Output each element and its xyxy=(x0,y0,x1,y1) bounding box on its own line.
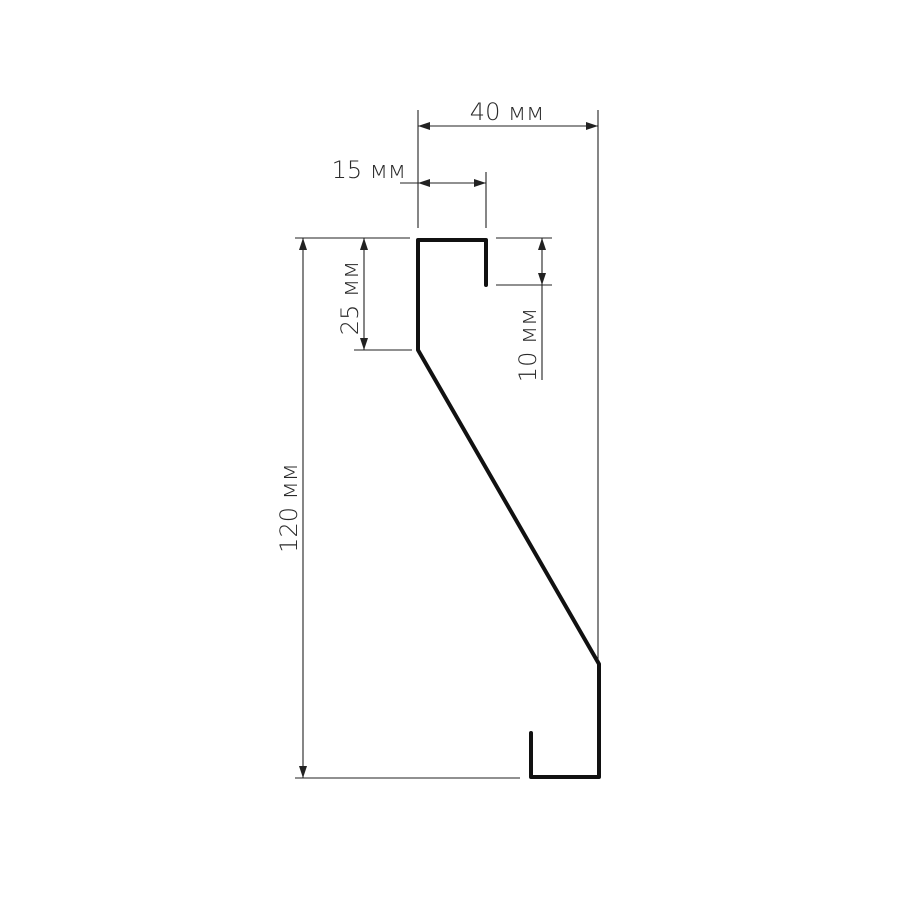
label-total-height: 120 мм xyxy=(275,463,303,553)
dimension-lip-width: 15 мм xyxy=(332,156,487,228)
label-width-total: 40 мм xyxy=(470,98,544,126)
label-lip-width: 15 мм xyxy=(332,156,406,184)
dimension-lip-height: 10 мм xyxy=(496,237,552,382)
label-lip-height: 10 мм xyxy=(514,308,542,382)
dimension-top-vertical: 25 мм xyxy=(336,238,412,351)
metal-profile-outline xyxy=(416,238,601,779)
dimension-total-height: 120 мм xyxy=(275,237,520,779)
label-top-vertical: 25 мм xyxy=(336,261,364,335)
dimension-width-total: 40 мм xyxy=(417,98,599,660)
